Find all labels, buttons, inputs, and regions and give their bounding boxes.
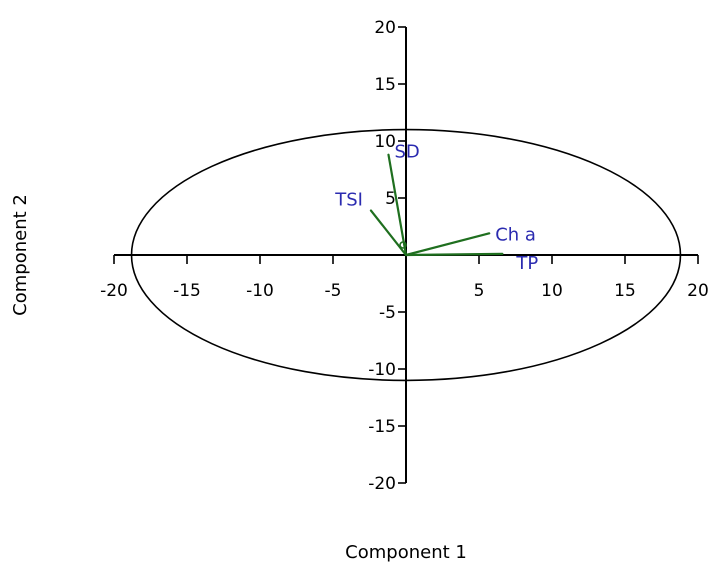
y-tick-label: 20 (374, 18, 396, 38)
y-tick-label: -15 (368, 417, 396, 437)
loading-vector-tsi (369, 209, 408, 257)
x-tick-label: 10 (541, 281, 563, 301)
x-tick-label: 5 (474, 281, 485, 301)
loading-vector-tp (404, 252, 504, 257)
x-tick-label: 15 (614, 281, 636, 301)
y-tick-label: 5 (385, 189, 396, 209)
vector-label-tsi: TSI (334, 190, 363, 211)
y-tick-label: 10 (374, 132, 396, 152)
loading-vector-ch-a (404, 232, 491, 257)
y-tick-label: -20 (368, 474, 396, 494)
x-tick-label: 20 (687, 281, 708, 301)
x-tick-label: -5 (325, 281, 342, 301)
y-tick-label: 15 (374, 75, 396, 95)
y-axis-title: Component 2 (10, 194, 31, 316)
origin-marker (399, 241, 407, 249)
vector-label-sd: SD (394, 142, 419, 163)
y-tick-label: -10 (368, 360, 396, 380)
x-axis-title: Component 1 (345, 542, 467, 563)
vector-label-tp: TP (515, 253, 538, 274)
vector-label-ch-a: Ch a (495, 224, 536, 245)
loading-vector-sd (387, 153, 408, 257)
x-tick-label: -10 (246, 281, 274, 301)
x-tick-label: -20 (100, 281, 128, 301)
y-tick-label: -5 (379, 303, 396, 323)
x-tick-label: -15 (173, 281, 201, 301)
